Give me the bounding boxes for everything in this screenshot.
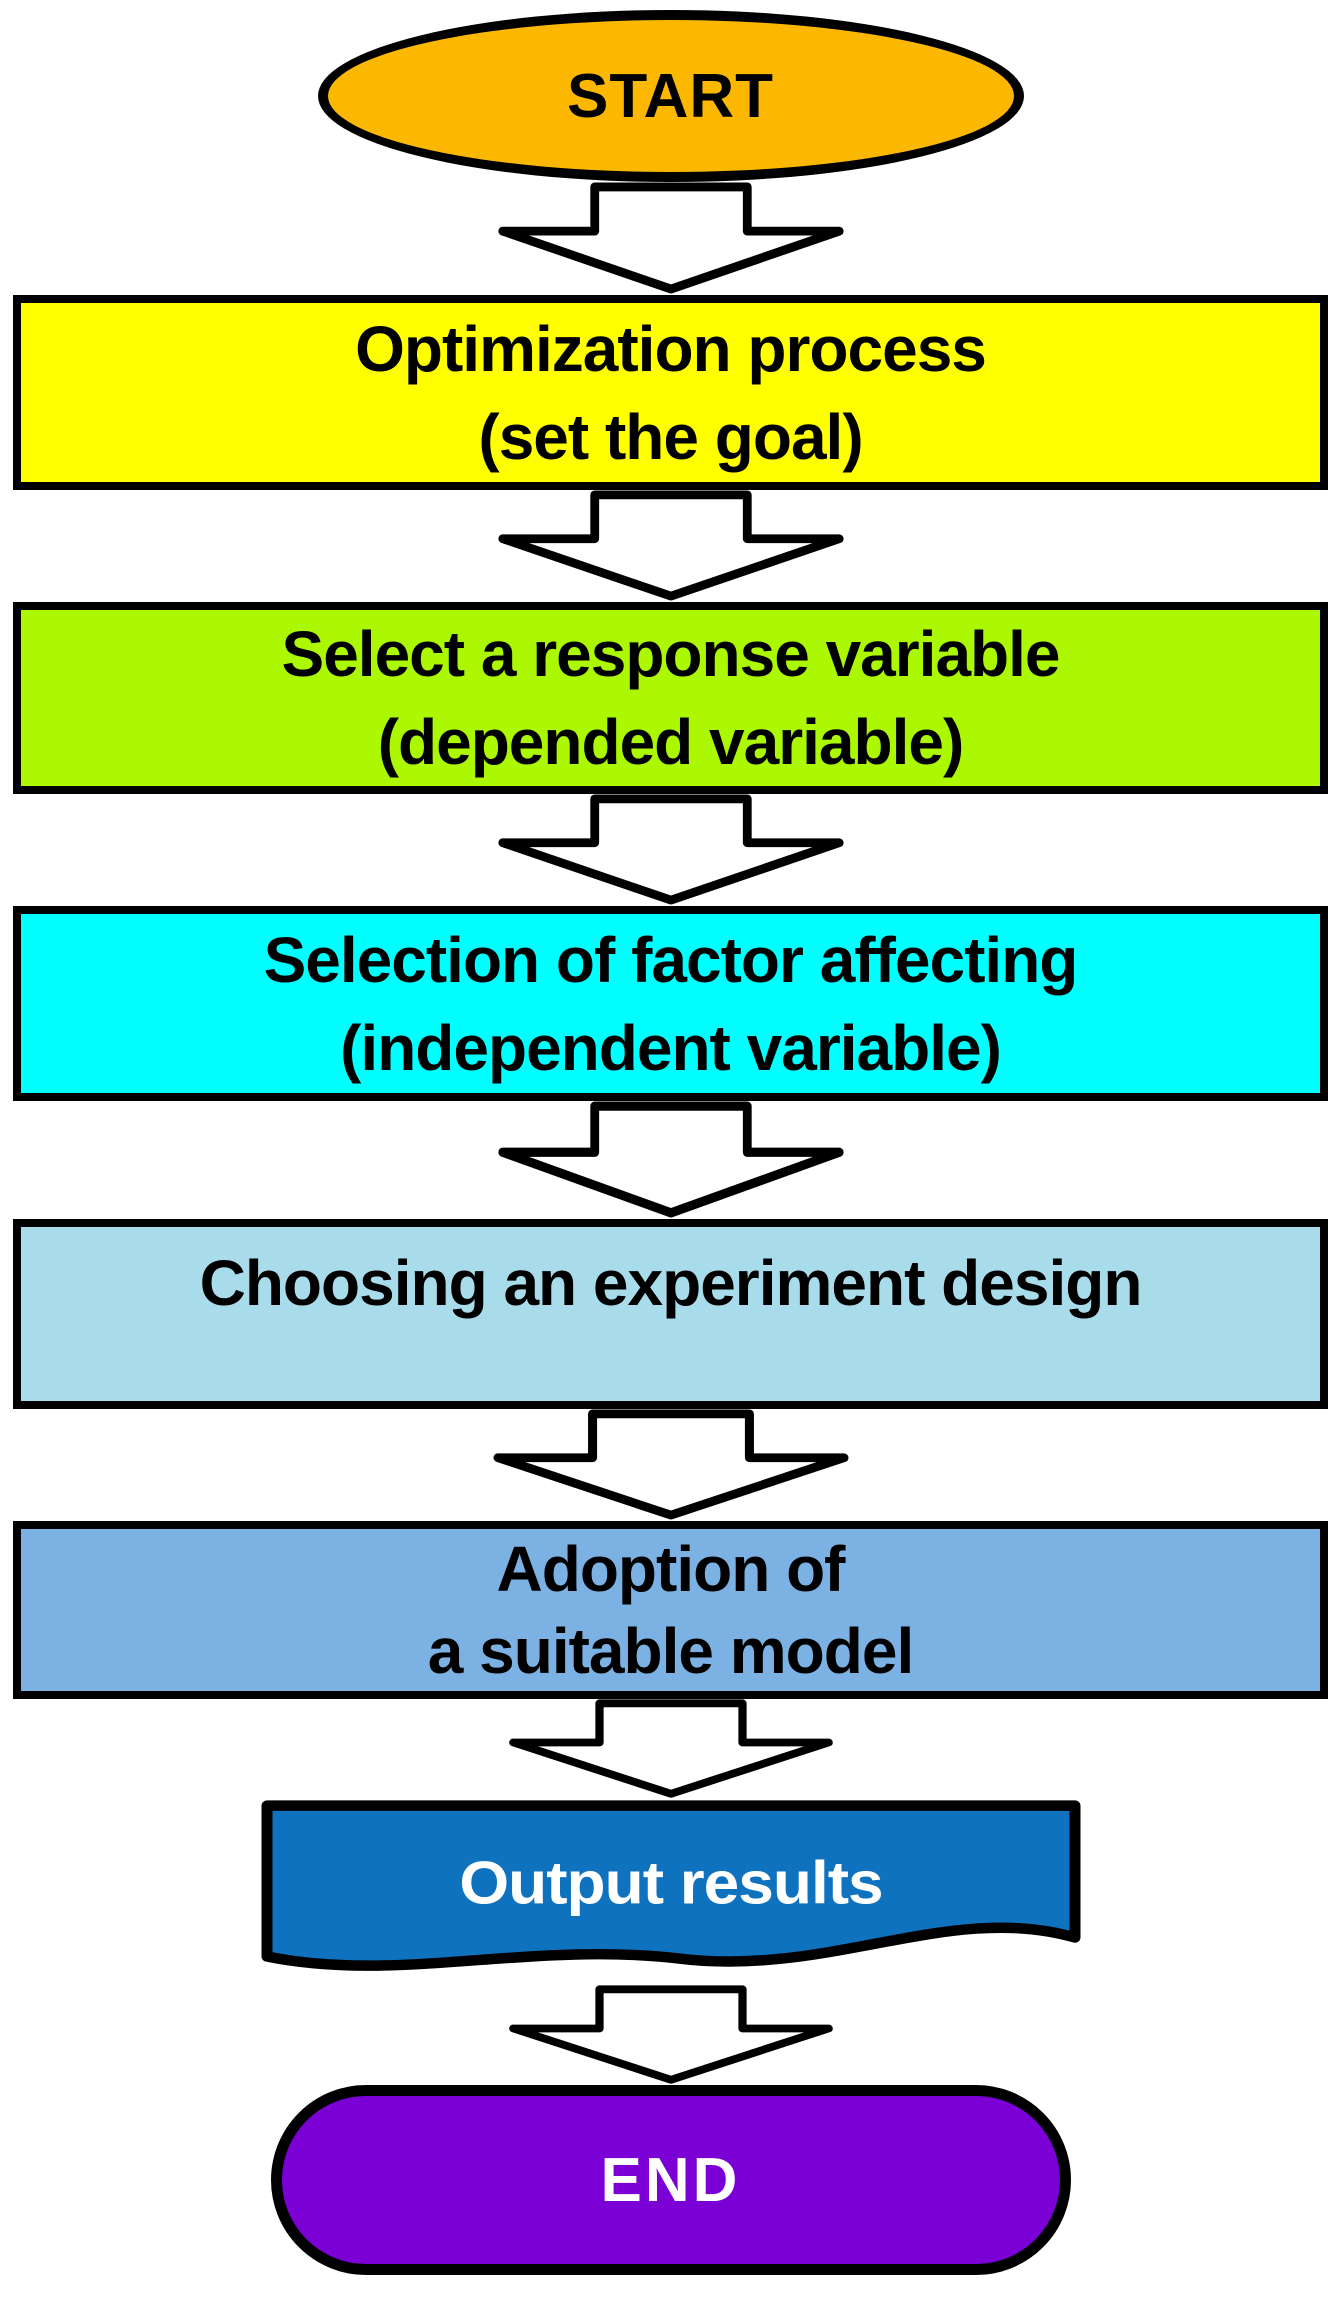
document-output-results-shape bbox=[261, 1800, 1080, 1971]
process-box-model-adoption-line2: a suitable model bbox=[427, 1615, 914, 1687]
process-box-model-adoption: Adoption of a suitable model bbox=[13, 1521, 1328, 1699]
process-box-optimization-line1: Optimization process bbox=[355, 312, 987, 385]
process-box-factor-selection: Selection of factor affecting (independe… bbox=[13, 906, 1328, 1101]
down-arrow-connector-5 bbox=[493, 1409, 848, 1520]
process-box-response-variable-line2: (depended variable) bbox=[377, 706, 965, 778]
process-box-optimization: Optimization process (set the goal) bbox=[13, 295, 1328, 490]
process-box-factor-selection-line2: (independent variable) bbox=[340, 1011, 1002, 1084]
start-terminator: START bbox=[317, 10, 1024, 182]
process-box-experiment-design: Choosing an experiment design bbox=[13, 1219, 1328, 1409]
process-box-optimization-line2: (set the goal) bbox=[478, 400, 863, 473]
process-box-response-variable: Select a response variable (depended var… bbox=[13, 602, 1328, 794]
document-output-results: Output results bbox=[261, 1800, 1080, 1971]
down-arrow-connector-6 bbox=[508, 1699, 833, 1798]
down-arrow-connector-3 bbox=[497, 794, 844, 905]
process-box-response-variable-line1: Select a response variable bbox=[281, 618, 1061, 690]
down-arrow-connector-7 bbox=[508, 1985, 833, 2084]
process-box-experiment-design-line1: Choosing an experiment design bbox=[199, 1247, 1143, 1319]
down-arrow-connector-4 bbox=[497, 1101, 844, 1218]
document-output-results-label: Output results bbox=[459, 1850, 882, 1917]
process-box-model-adoption-line1: Adoption of bbox=[496, 1533, 846, 1605]
down-arrow-connector-1 bbox=[497, 182, 844, 294]
start-label: START bbox=[566, 61, 775, 131]
end-terminator: END bbox=[270, 2085, 1071, 2275]
down-arrow-connector-2 bbox=[497, 490, 844, 601]
end-label: END bbox=[600, 2145, 741, 2215]
process-box-factor-selection-line1: Selection of factor affecting bbox=[263, 923, 1079, 996]
